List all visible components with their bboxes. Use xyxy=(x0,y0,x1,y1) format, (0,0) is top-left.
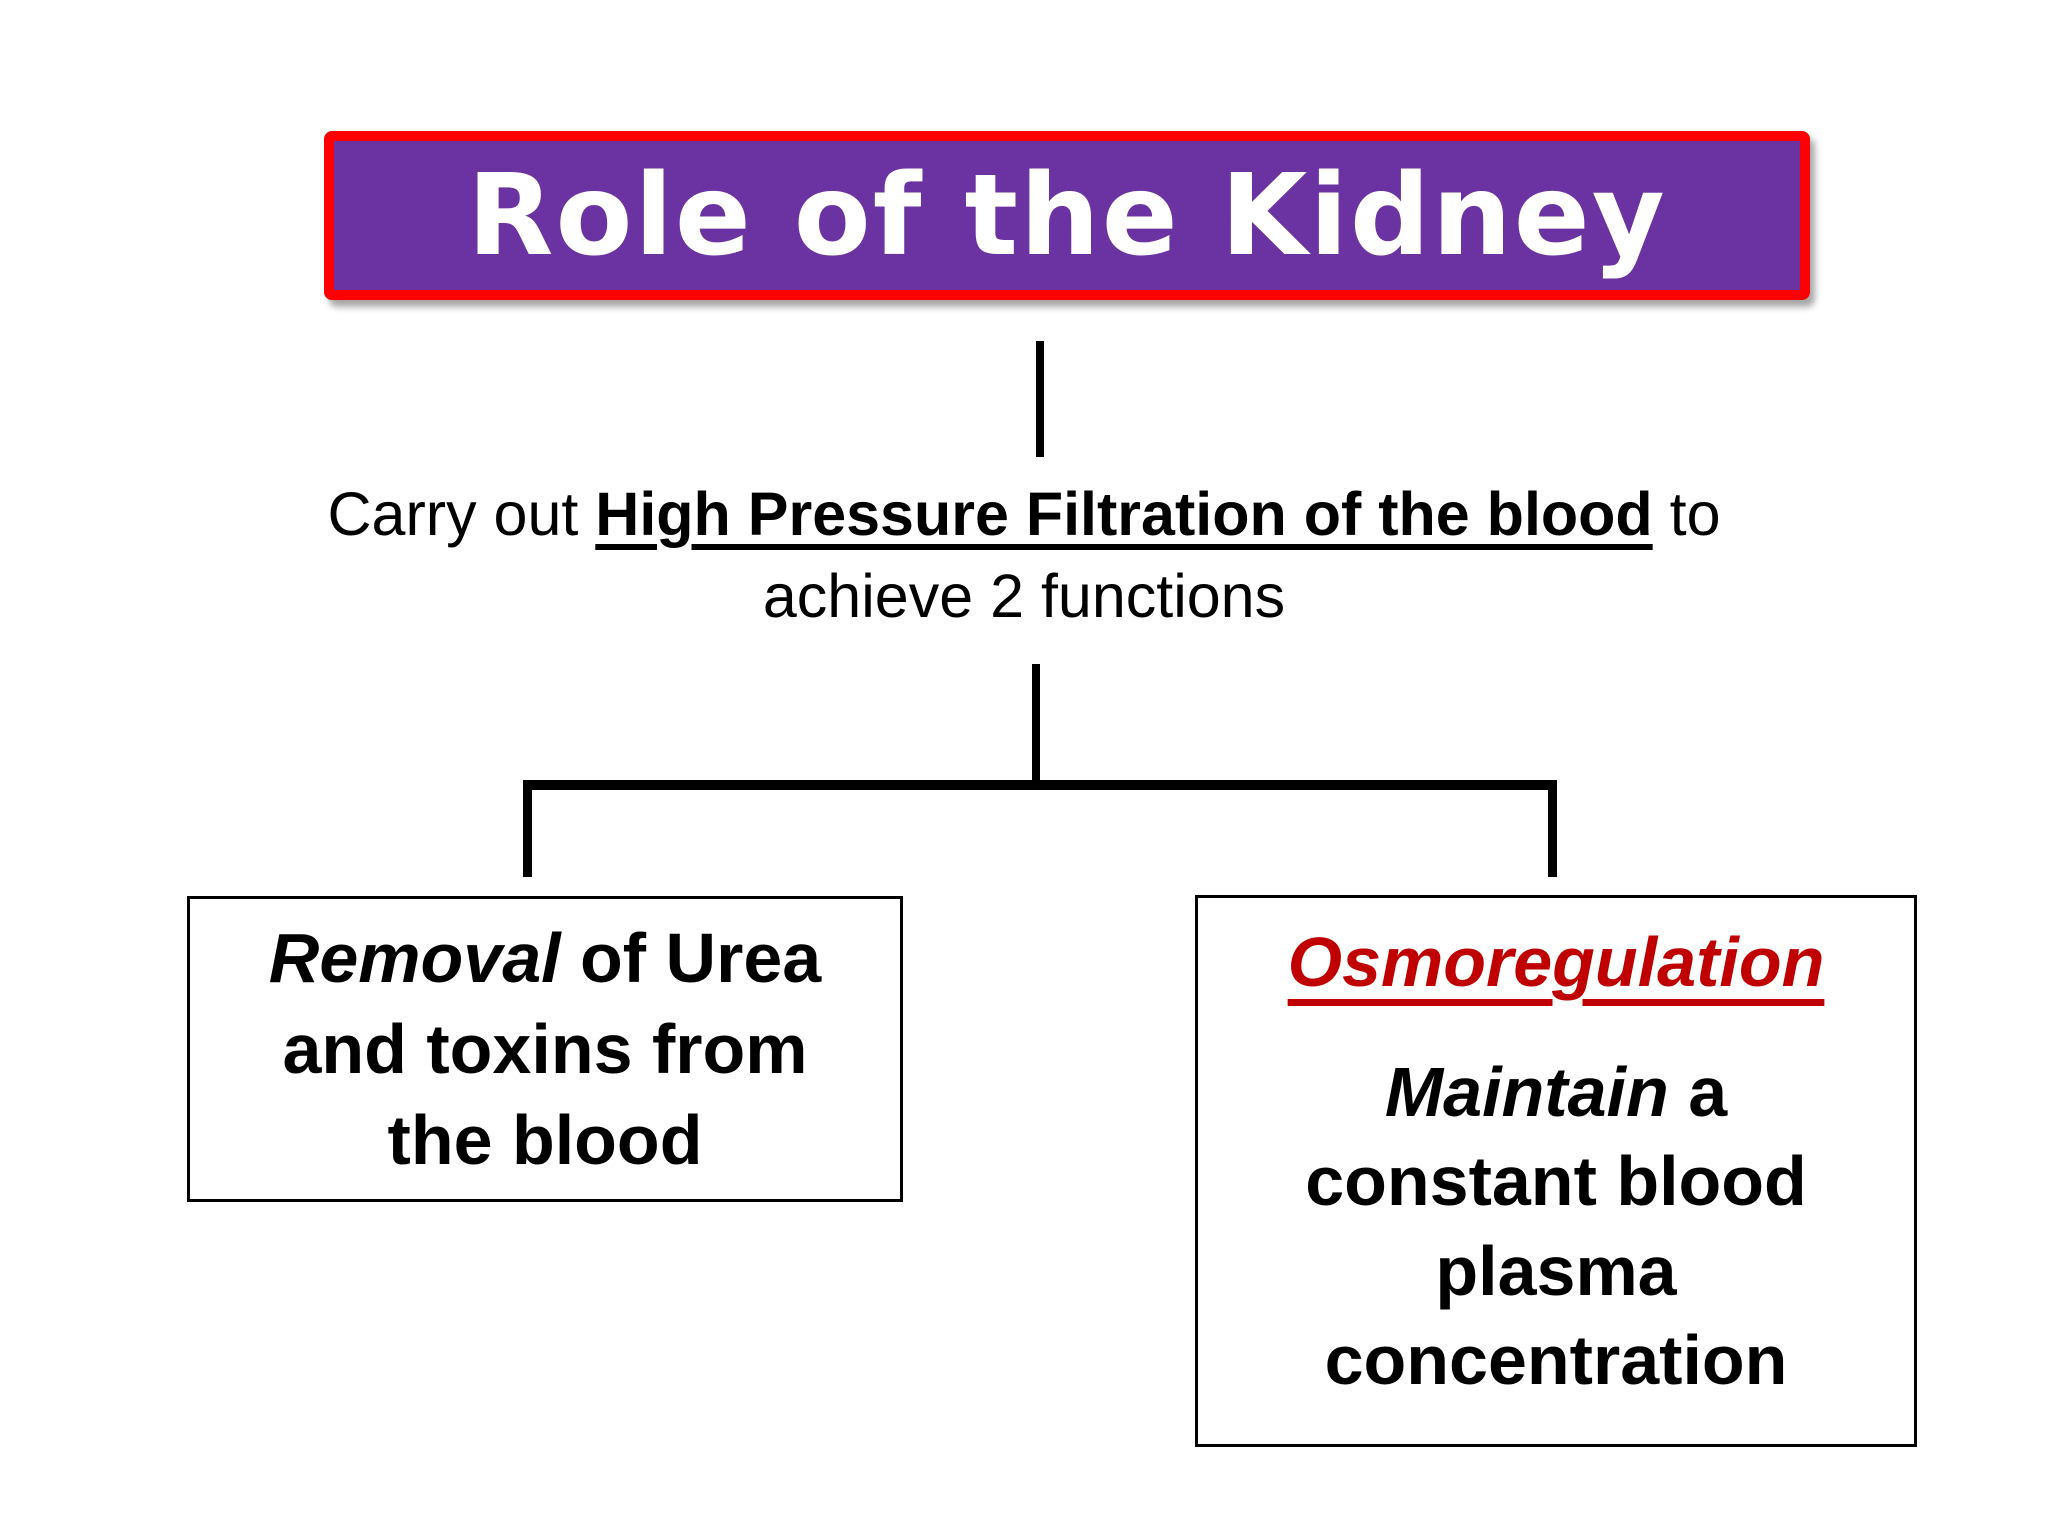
statement-emphasis: High Pressure Filtration of the blood xyxy=(595,480,1653,548)
osmoregulation-text: Maintain a constant blood plasma concentrat… xyxy=(1198,1048,1914,1406)
removal-text: Removal of Urea and toxins from the blood xyxy=(269,913,821,1186)
branch-connector xyxy=(523,780,1557,877)
slide-title: Role of the Kidney xyxy=(467,150,1667,281)
removal-function-box: Removal of Urea and toxins from the blood xyxy=(187,896,903,1202)
osmoregulation-line4: concentration xyxy=(1324,1321,1788,1400)
osmoregulation-line3: plasma xyxy=(1435,1231,1677,1310)
osmoregulation-line1-rest: a xyxy=(1668,1052,1728,1131)
title-box: Role of the Kidney xyxy=(324,131,1810,300)
statement-prefix: Carry out xyxy=(327,480,596,548)
osmoregulation-title: Osmoregulation xyxy=(1287,923,1825,1001)
connector-statement-to-branch xyxy=(1032,664,1040,782)
removal-line1-rest: of Urea xyxy=(560,918,822,997)
removal-line2: and toxins from xyxy=(282,1009,808,1088)
removal-line3: the blood xyxy=(387,1100,703,1179)
statement-suffix: to xyxy=(1652,480,1721,548)
osmoregulation-line2: constant blood xyxy=(1305,1142,1807,1221)
connector-title-to-statement xyxy=(1036,341,1044,457)
osmoregulation-function-box: Osmoregulation Maintain a constant blood p… xyxy=(1195,895,1917,1447)
statement-line2: achieve 2 functions xyxy=(762,561,1286,630)
statement-text: Carry out High Pressure Filtration of th… xyxy=(0,474,2048,637)
removal-lead-word: Removal xyxy=(268,918,561,997)
osmoregulation-lead-word: Maintain xyxy=(1384,1052,1669,1131)
